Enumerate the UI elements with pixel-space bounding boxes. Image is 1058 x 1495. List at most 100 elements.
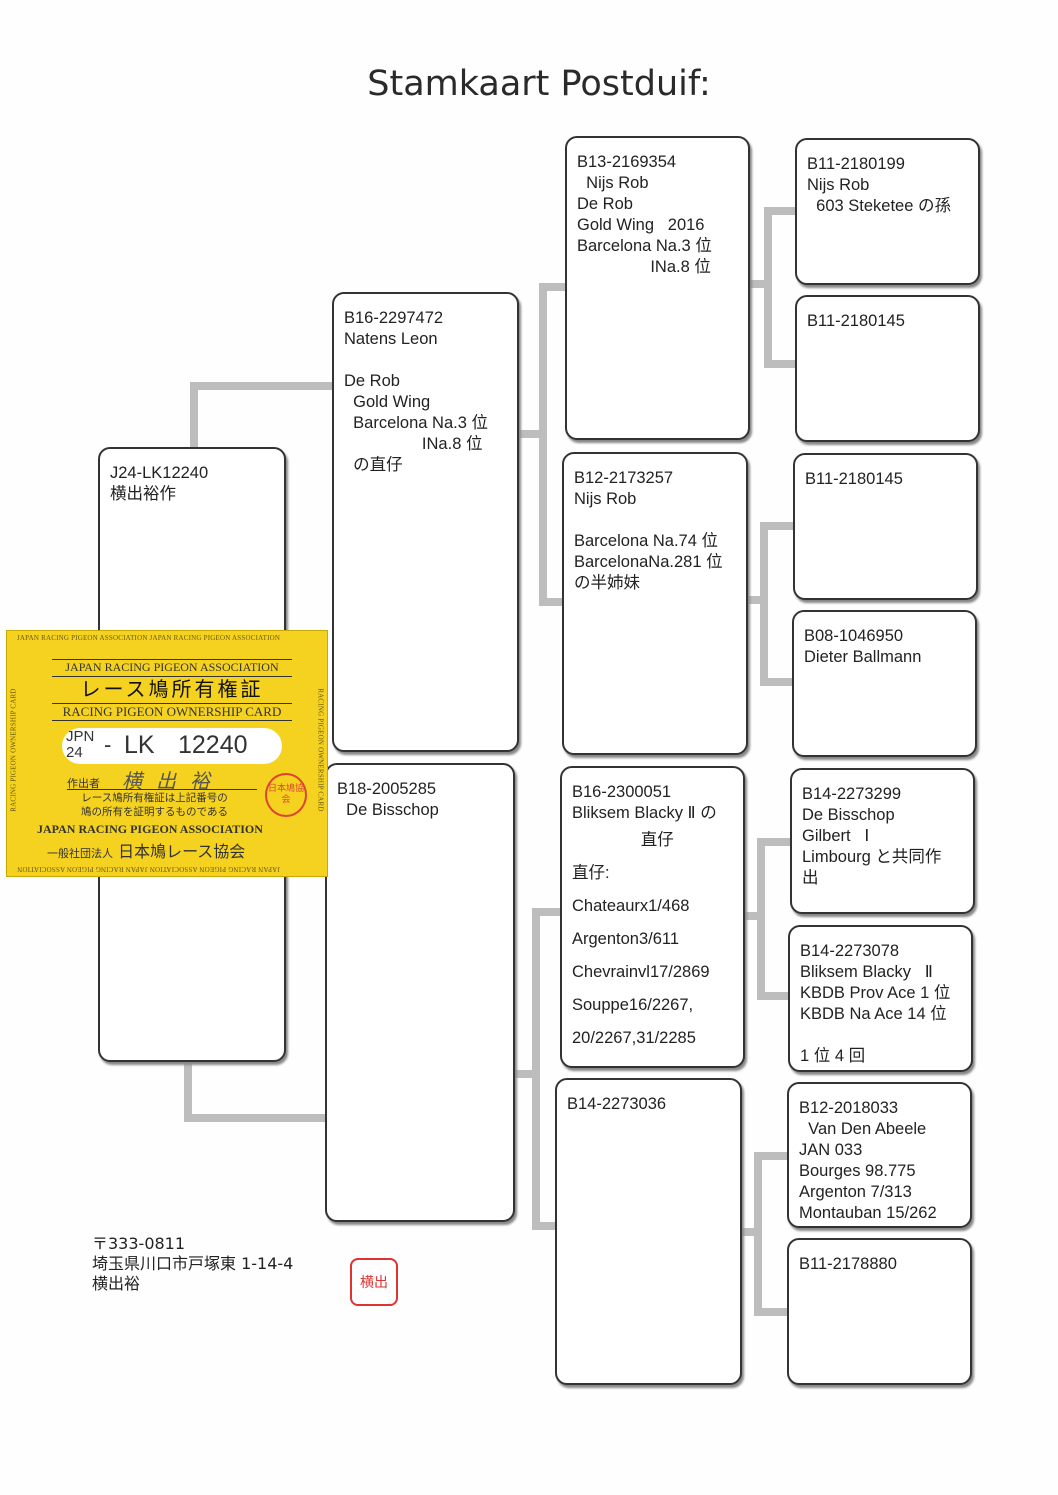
- pedigree-line: B16-2297472: [344, 309, 444, 327]
- connector-line: [184, 1114, 329, 1122]
- pedigree-line: B14-2273299: [802, 785, 902, 803]
- page-title: Stamkaart Postduif:: [367, 64, 711, 104]
- pedigree-line: Nijs Rob: [807, 176, 870, 194]
- ring-dash: -: [104, 732, 112, 757]
- postal-code: 〒333-0811: [92, 1234, 186, 1253]
- connector-line: [190, 382, 335, 390]
- pedigree-box-dd: B14-2273036: [555, 1078, 742, 1385]
- ring-number: 12240: [178, 731, 248, 759]
- connector-line: [539, 283, 569, 291]
- breeder-seal: 横出: [350, 1258, 398, 1306]
- breeder-label: 作出者: [67, 777, 100, 790]
- pedigree-line: 横出裕作: [110, 485, 176, 503]
- pedigree-line: 出: [802, 869, 819, 887]
- pedigree-line: B11-2180145: [807, 312, 905, 330]
- card-note-2: 鳩の所有を証明するものである: [81, 806, 228, 818]
- pedigree-line: KBDB Prov Ace 1 位: [800, 984, 951, 1002]
- breeder-name: 横出裕: [92, 1274, 141, 1293]
- pedigree-line: B12-2173257: [574, 469, 674, 487]
- pedigree-line: Nijs Rob: [574, 490, 637, 508]
- pedigree-line: B16-2300051: [572, 783, 672, 801]
- connector-line: [532, 1222, 558, 1230]
- pedigree-line: B12-2018033: [799, 1099, 899, 1117]
- connector-line: [515, 430, 543, 438]
- pedigree-line: B11-2178880: [799, 1255, 897, 1273]
- pedigree-line: Argenton3/611: [572, 930, 680, 948]
- pedigree-line: Gold Wing: [344, 393, 431, 411]
- pedigree-line: Bliksem Blacky Ⅱ: [800, 963, 933, 981]
- pedigree-line: Souppe16/2267,: [572, 996, 694, 1014]
- ring-number-plate: JPN 24 - LK 12240: [62, 728, 282, 764]
- ring-code: LK: [124, 731, 155, 759]
- pedigree-line: B18-2005285: [337, 780, 437, 798]
- pedigree-line: Montauban 15/262: [799, 1204, 937, 1222]
- card-org-jp: 日本鳩レース協会: [118, 842, 246, 861]
- connector-line: [757, 992, 792, 1000]
- card-edge-right: RACING PIGEON OWNERSHIP CARD: [316, 688, 325, 812]
- pedigree-line: Dieter Ballmann: [804, 648, 922, 666]
- pedigree-line: Nijs Rob: [577, 174, 649, 192]
- pedigree-line: B11-2180199: [807, 155, 905, 173]
- connector-line: [764, 207, 797, 215]
- pedigree-line: [800, 1025, 961, 1046]
- pedigree-box-ddd: B11-2178880: [787, 1238, 972, 1385]
- pedigree-line: BarcelonaNa.281 位: [574, 553, 723, 571]
- breeder-signature: 横出裕: [122, 771, 224, 793]
- card-org-en: JAPAN RACING PIGEON ASSOCIATION: [52, 659, 292, 675]
- pedigree-line: 20/2267,31/2285: [572, 1029, 696, 1047]
- pedigree-line: Bliksem Blacky Ⅱ の: [572, 804, 717, 822]
- pedigree-box-ssd: B11-2180145: [795, 295, 980, 442]
- pedigree-box-dam: B18-2005285 De Bisschop: [325, 763, 515, 1222]
- pedigree-line: De Rob: [577, 195, 633, 213]
- card-edge-bottom: JAPAN RACING PIGEON ASSOCIATION JAPAN RA…: [17, 865, 281, 873]
- pedigree-line: B11-2180145: [805, 470, 903, 488]
- card-org-prefix: 一般社団法人: [47, 847, 113, 860]
- connector-line: [764, 360, 797, 368]
- pedigree-line: の直仔: [344, 456, 403, 474]
- connector-line: [745, 280, 767, 288]
- connector-line: [760, 522, 795, 530]
- pedigree-line: JAN 033: [799, 1141, 863, 1159]
- pedigree-line: INa.8 位: [344, 435, 483, 453]
- connector-line: [742, 912, 762, 920]
- address-line: 埼玉県川口市戸塚東 1-14-4: [92, 1254, 294, 1273]
- pedigree-line: Argenton 7/313: [799, 1183, 912, 1201]
- pedigree-line: J24-LK12240: [110, 464, 209, 482]
- breeder-address: 〒333-0811 埼玉県川口市戸塚東 1-14-4 横出裕: [92, 1234, 293, 1294]
- pedigree-line: Barcelona Na.3 位: [344, 414, 488, 432]
- connector-line: [539, 598, 565, 606]
- pedigree-line: KBDB Na Ace 14 位: [800, 1005, 947, 1023]
- card-edge-left: RACING PIGEON OWNERSHIP CARD: [9, 688, 18, 812]
- pedigree-line: 1 位 4 回: [800, 1047, 866, 1065]
- pedigree-line: Bourges 98.775: [799, 1162, 916, 1180]
- ring-year: 24: [66, 744, 83, 761]
- pedigree-line: B14-2273078: [800, 942, 900, 960]
- pedigree-line: Chevrainvl17/2869: [572, 963, 710, 981]
- pedigree-box-sds: B11-2180145: [793, 453, 978, 600]
- pedigree-line: Barcelona Na.74 位: [574, 532, 718, 550]
- connector-line: [512, 1070, 536, 1078]
- pedigree-line: Gold Wing 2016: [577, 216, 705, 234]
- pedigree-line: Limbourg と共同作: [802, 848, 942, 866]
- pedigree-line: [574, 510, 736, 531]
- connector-line: [745, 596, 765, 604]
- connector-line: [740, 1228, 760, 1236]
- connector-line: [532, 908, 540, 1228]
- card-note-1: レース鳩所有権証は上記番号の: [81, 792, 228, 804]
- connector-line: [539, 283, 547, 605]
- pedigree-line: INa.8 位: [577, 258, 711, 276]
- connector-line: [754, 1308, 789, 1316]
- connector-line: [754, 1152, 789, 1160]
- pedigree-line: 直仔:: [572, 864, 610, 882]
- pedigree-line: Natens Leon: [344, 330, 438, 348]
- card-edge-top: JAPAN RACING PIGEON ASSOCIATION JAPAN RA…: [17, 634, 281, 642]
